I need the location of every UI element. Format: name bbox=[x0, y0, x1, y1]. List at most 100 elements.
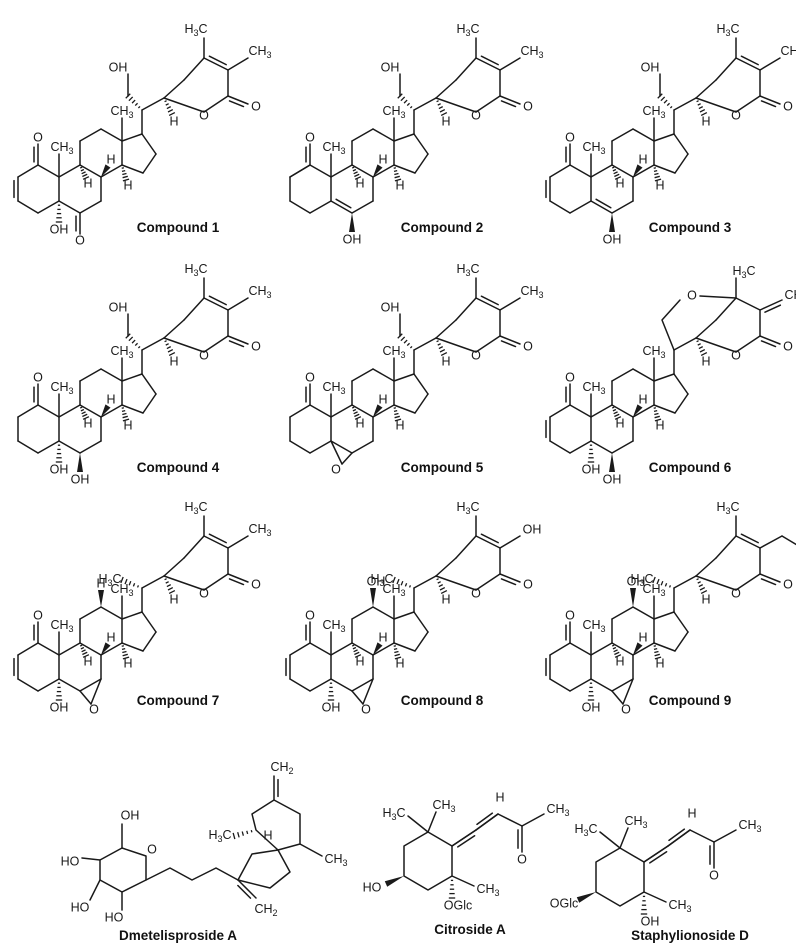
c12-hydroxyl: OH bbox=[367, 574, 386, 588]
hash-stroke bbox=[396, 578, 400, 585]
c28-methyl-label: CH3 bbox=[248, 284, 271, 300]
hash-stroke bbox=[353, 411, 358, 415]
lactone-double-bond bbox=[475, 57, 501, 71]
bond bbox=[569, 678, 592, 692]
bond bbox=[735, 297, 761, 311]
bond bbox=[289, 164, 311, 178]
hash-stroke bbox=[653, 407, 657, 409]
c19-methyl-label: CH3 bbox=[50, 618, 73, 634]
bond bbox=[100, 404, 123, 418]
hash-stroke bbox=[613, 411, 618, 415]
c12-oh-bond bbox=[370, 588, 376, 607]
hash-stroke bbox=[81, 171, 86, 175]
hash-stroke bbox=[165, 343, 169, 346]
lactone-carbonyl bbox=[500, 340, 517, 348]
c6-oh-bond bbox=[349, 213, 355, 232]
bond bbox=[695, 575, 737, 591]
hash-stroke bbox=[393, 169, 398, 173]
bond bbox=[549, 678, 571, 692]
h22-bond bbox=[164, 340, 176, 357]
bond bbox=[37, 404, 60, 418]
lactone-carbonyl-oxygen: O bbox=[523, 577, 533, 591]
hash-stroke bbox=[128, 96, 134, 102]
bond bbox=[653, 373, 675, 382]
h8-bond bbox=[101, 164, 111, 177]
hash-stroke bbox=[612, 646, 617, 650]
hash-stroke bbox=[611, 644, 615, 647]
bond bbox=[435, 557, 457, 577]
h14-label: H bbox=[123, 418, 132, 432]
hash-stroke bbox=[664, 583, 668, 587]
hash-stroke bbox=[121, 647, 126, 651]
hash-stroke bbox=[614, 416, 622, 420]
bond bbox=[549, 404, 571, 418]
ring-b-double-bond bbox=[595, 198, 612, 209]
bond bbox=[599, 831, 621, 849]
structure-caption: Dmetelisproside A bbox=[119, 928, 237, 943]
wedge-bond bbox=[576, 892, 596, 903]
structure-caption: Compound 4 bbox=[137, 460, 220, 475]
allene-h: H bbox=[687, 806, 696, 820]
bond bbox=[611, 440, 634, 454]
structure-6: OCH3CH3HHHOHOHCH2OOHH3CO bbox=[545, 264, 796, 486]
acetyl-methyl: CH3 bbox=[546, 802, 569, 818]
bond bbox=[372, 368, 395, 382]
bond bbox=[549, 642, 571, 656]
hash-stroke bbox=[436, 578, 439, 581]
structure-caption: Compound 5 bbox=[401, 460, 484, 475]
bond bbox=[351, 642, 374, 656]
bond bbox=[163, 97, 205, 113]
ketone-oxygen: O bbox=[565, 370, 575, 384]
bond bbox=[351, 404, 374, 418]
bond bbox=[674, 153, 689, 174]
bond bbox=[227, 297, 249, 311]
hash-stroke bbox=[352, 168, 357, 172]
alkyl-chain bbox=[145, 867, 239, 881]
bond bbox=[37, 200, 60, 214]
lactone-carbonyl-oxygen: O bbox=[783, 99, 793, 113]
h14-bond bbox=[653, 167, 662, 182]
bond bbox=[735, 95, 761, 113]
hash-stroke bbox=[121, 407, 125, 409]
hash-stroke bbox=[439, 587, 446, 591]
bond bbox=[643, 891, 667, 903]
h22-bond bbox=[436, 578, 448, 595]
c6-hydroxyl: OH bbox=[71, 472, 90, 486]
c5-hydroxyl: OH bbox=[582, 462, 601, 476]
bond bbox=[715, 57, 737, 81]
acetyl-methyl: CH3 bbox=[738, 818, 761, 834]
hash-stroke bbox=[122, 650, 127, 654]
h9-bond bbox=[79, 166, 90, 180]
ketone-oxygen: O bbox=[305, 130, 315, 144]
bond bbox=[289, 440, 311, 454]
ring-methyl-left-label: H3C bbox=[208, 828, 231, 844]
c21-methyl-bond bbox=[120, 576, 140, 588]
bond bbox=[689, 829, 715, 843]
bond bbox=[759, 535, 783, 549]
hash-stroke bbox=[131, 339, 136, 344]
hash-stroke bbox=[614, 176, 622, 180]
lactone-double-bond bbox=[740, 533, 759, 544]
hash-stroke bbox=[439, 109, 446, 113]
double-bond bbox=[667, 829, 691, 847]
bond bbox=[330, 440, 343, 465]
h14-label: H bbox=[395, 418, 404, 432]
h8-label: H bbox=[378, 152, 387, 166]
hash-stroke bbox=[393, 409, 398, 413]
h22-label: H bbox=[441, 354, 450, 368]
hash-stroke bbox=[124, 578, 128, 585]
bond bbox=[79, 690, 92, 705]
h9-bond bbox=[351, 644, 362, 658]
bond bbox=[632, 642, 655, 656]
bridge-methyl-label: H3C bbox=[732, 264, 755, 280]
hash-stroke bbox=[611, 406, 615, 409]
hash-stroke bbox=[352, 646, 357, 650]
hash-stroke bbox=[167, 349, 174, 353]
bond bbox=[611, 128, 634, 142]
hash-stroke bbox=[654, 418, 662, 422]
bond bbox=[455, 57, 477, 81]
structure-caption: Compound 9 bbox=[649, 693, 732, 708]
bond bbox=[89, 879, 101, 901]
